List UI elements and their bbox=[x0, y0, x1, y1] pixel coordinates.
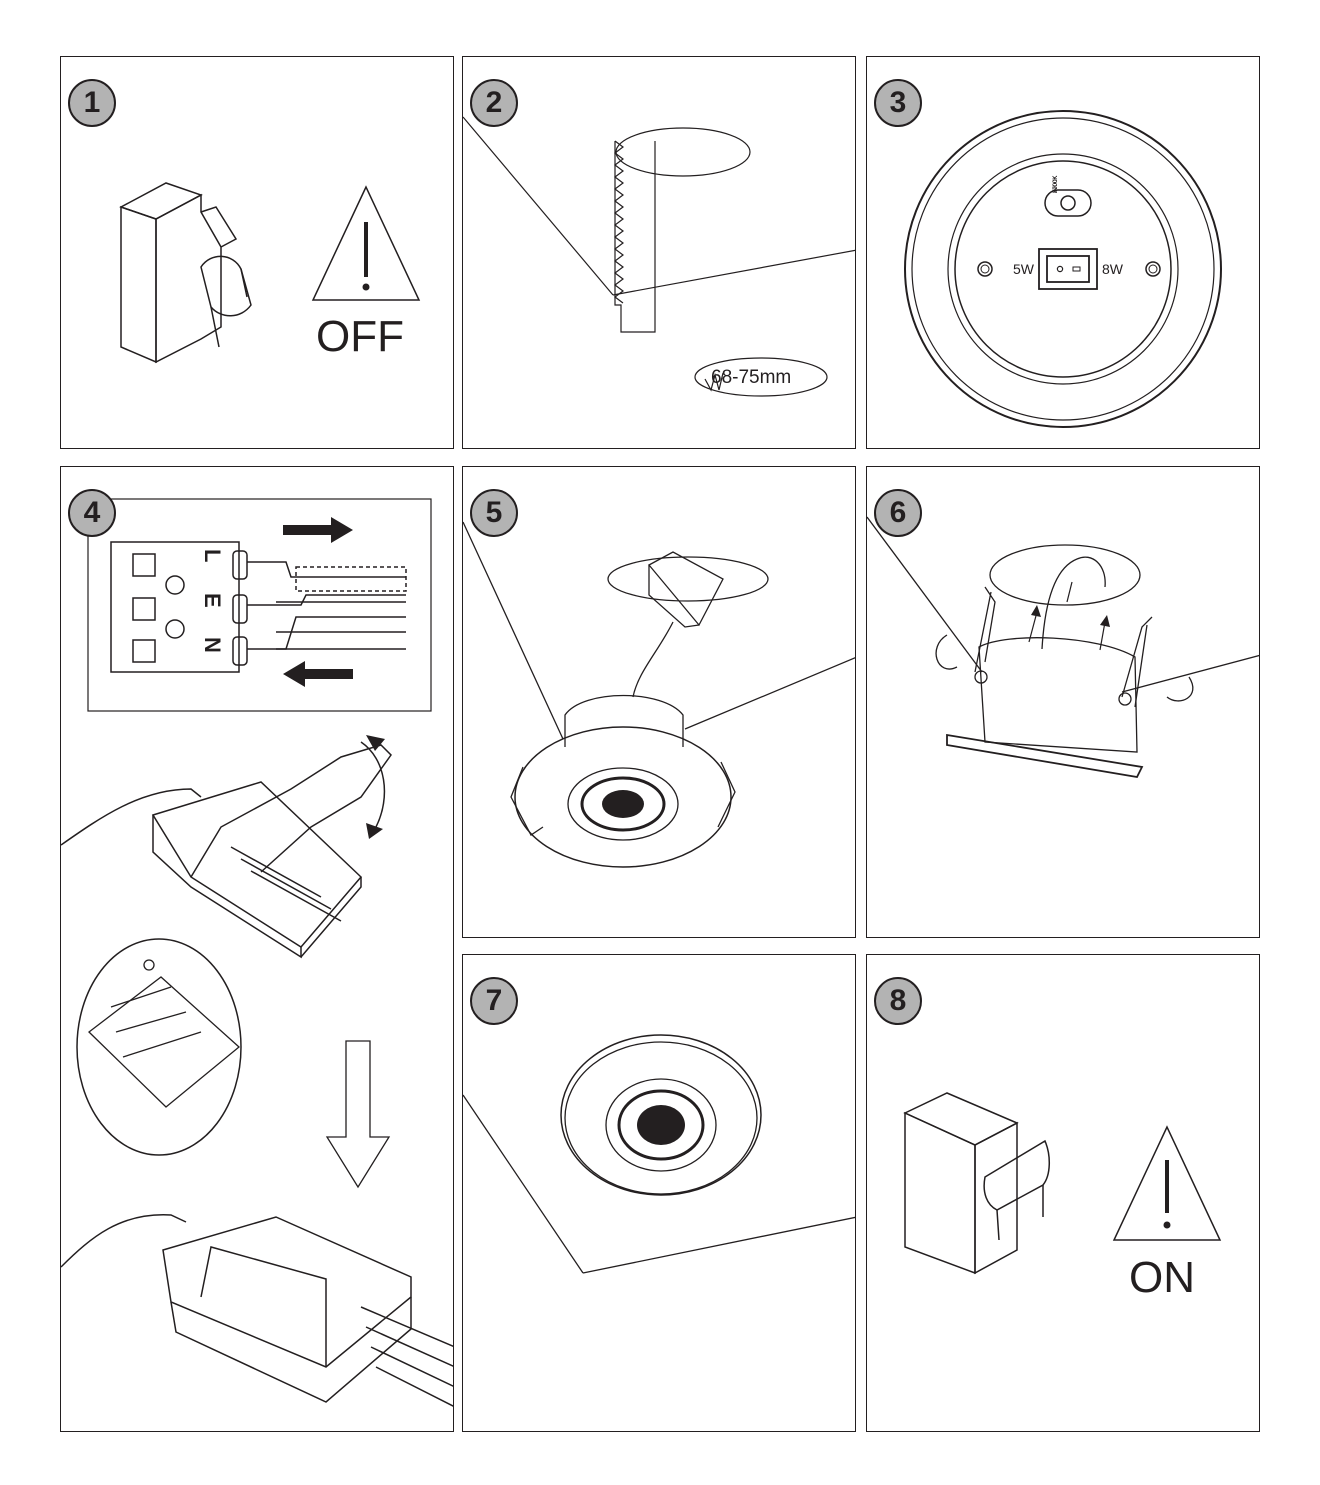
circuit-breaker-on-illustration bbox=[903, 1092, 1222, 1275]
spring-clip-installation bbox=[867, 516, 1259, 778]
step-7-panel: 7 bbox=[462, 954, 856, 1432]
warning-icon bbox=[1112, 1125, 1222, 1241]
step-2-badge: 2 bbox=[470, 79, 518, 127]
cct-option-group: 2700K 3000K 4000K 5700K bbox=[1053, 169, 1077, 193]
step-3-badge: 3 bbox=[874, 79, 922, 127]
step-6-panel: 6 bbox=[866, 466, 1260, 938]
hole-size-label: 68-75mm bbox=[711, 367, 792, 388]
step-6-badge: 6 bbox=[874, 489, 922, 537]
wiring-connector-illustration: L E N bbox=[61, 498, 453, 1407]
step-3-panel: 3 5W 8W 2700K 3000K 4000K 5700K bbox=[866, 56, 1260, 449]
hole-saw-illustration bbox=[463, 116, 855, 397]
terminal-n-letter: N bbox=[200, 637, 225, 653]
installed-downlight-illustration bbox=[463, 1034, 855, 1274]
power-high-label: 8W bbox=[1102, 261, 1123, 277]
warning-icon bbox=[311, 185, 421, 301]
step-5-panel: 5 bbox=[462, 466, 856, 938]
step-7-badge: 7 bbox=[470, 977, 518, 1025]
step-5-badge: 5 bbox=[470, 489, 518, 537]
circuit-breaker-off-illustration bbox=[119, 182, 421, 364]
step-8-panel: 8 ON bbox=[866, 954, 1260, 1432]
on-label: ON bbox=[1129, 1253, 1195, 1302]
power-low-label: 5W bbox=[1013, 261, 1034, 277]
cct-option-5700k: 5700K bbox=[1053, 175, 1059, 193]
terminal-l-letter: L bbox=[200, 549, 225, 562]
step-4-badge: 4 bbox=[68, 489, 116, 537]
downlight-rear-view bbox=[904, 110, 1222, 428]
step-1-badge: 1 bbox=[68, 79, 116, 127]
downlight-insertion-illustration bbox=[463, 521, 855, 868]
step-4-panel: L E N 4 bbox=[60, 466, 454, 1432]
step-1-panel: 1 OFF bbox=[60, 56, 454, 449]
terminal-e-letter: E bbox=[200, 593, 225, 608]
step-8-badge: 8 bbox=[874, 977, 922, 1025]
step-2-panel: 2 68-75mm bbox=[462, 56, 856, 449]
off-label: OFF bbox=[316, 312, 404, 361]
